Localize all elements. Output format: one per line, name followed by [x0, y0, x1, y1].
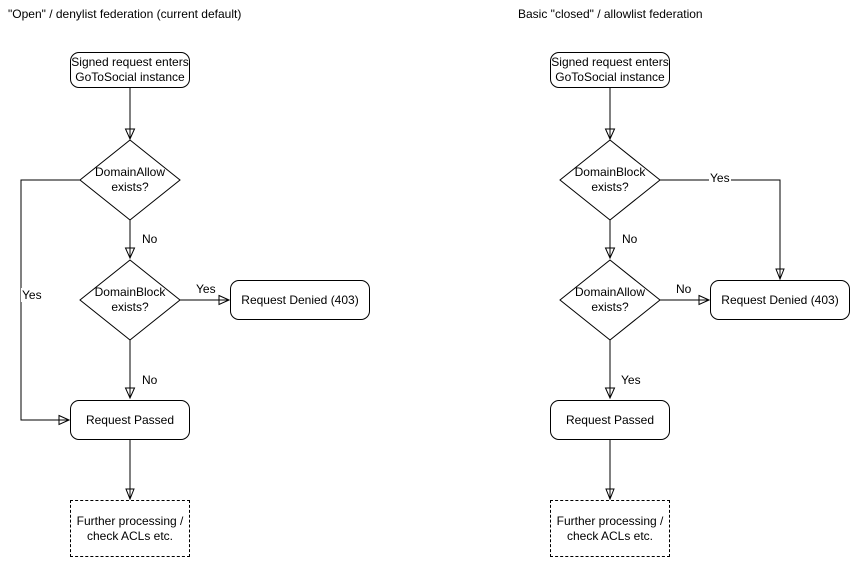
decision1-label-left: DomainAllow exists?	[94, 165, 166, 194]
edge-label-yes-loop-left: Yes	[21, 288, 43, 302]
denied-node-right: Request Denied (403)	[710, 280, 850, 320]
decision-diamond-domainblock-right	[559, 139, 661, 221]
edge-label-yes-decision2-left: Yes	[195, 282, 217, 296]
decision2-label-right: DomainAllow exists?	[574, 285, 646, 314]
left-chart-title: "Open" / denylist federation (current de…	[8, 7, 242, 21]
edge-label-yes-decision1-right: Yes	[709, 171, 731, 185]
decision2-label-left: DomainBlock exists?	[94, 285, 166, 314]
edge-decision1-yes-to-denied-right	[660, 179, 780, 279]
start-node-left: Signed request enters GoToSocial instanc…	[70, 52, 190, 88]
edge-label-no-decision1-left: No	[141, 232, 159, 246]
edge-label-no-decision1-right: No	[621, 232, 639, 246]
decision-diamond-domainallow-left	[79, 139, 181, 221]
passed-node-left: Request Passed	[70, 400, 190, 440]
passed-node-right: Request Passed	[550, 400, 670, 440]
edge-label-no-decision2-left: No	[141, 373, 159, 387]
right-chart-title: Basic "closed" / allowlist federation	[518, 7, 703, 21]
edge-label-no-decision2-right: No	[675, 282, 693, 296]
further-processing-node-right: Further processing / check ACLs etc.	[550, 500, 670, 557]
further-processing-node-left: Further processing / check ACLs etc.	[70, 500, 190, 557]
edge-label-yes-decision2-right: Yes	[620, 373, 642, 387]
start-node-right: Signed request enters GoToSocial instanc…	[550, 52, 670, 88]
decision1-label-right: DomainBlock exists?	[574, 165, 646, 194]
decision-diamond-domainallow-right	[559, 259, 661, 341]
decision-diamond-domainblock-left	[79, 259, 181, 341]
denied-node-left: Request Denied (403)	[230, 280, 370, 320]
